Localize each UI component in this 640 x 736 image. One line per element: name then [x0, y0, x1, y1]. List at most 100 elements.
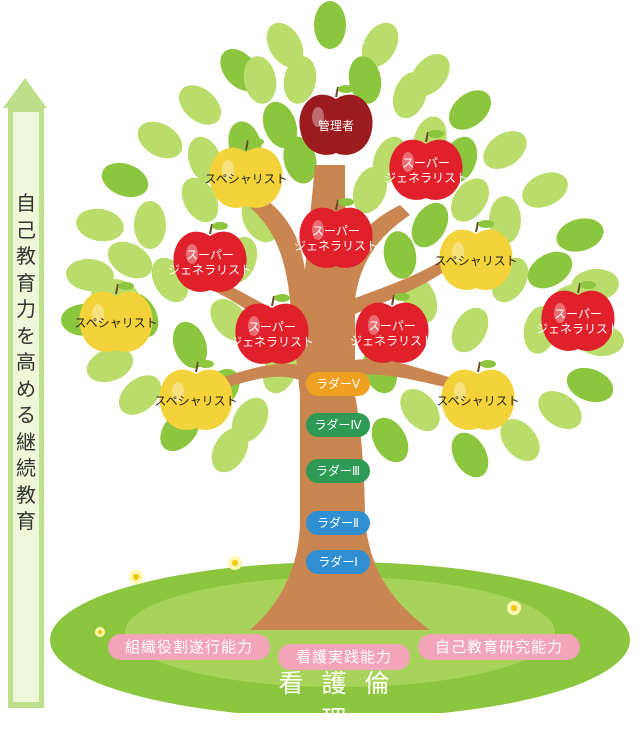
- leaf-icon: [383, 231, 417, 279]
- leaf-icon: [181, 177, 219, 223]
- side-char: 力: [16, 297, 36, 321]
- apple-leaf-icon: [248, 138, 264, 146]
- apple-label: ジェネラリスト: [384, 171, 468, 185]
- apple-label: ジェネラリスト: [536, 322, 620, 336]
- apple-label: スーパー: [312, 224, 360, 238]
- leaf-icon: [283, 136, 317, 184]
- leaf-icon: [451, 432, 489, 478]
- side-char: 高: [16, 350, 36, 374]
- apple-stem: [577, 282, 581, 294]
- leaf-icon: [371, 417, 409, 463]
- apple-label: 管理者: [318, 118, 354, 133]
- apple-icon: [441, 369, 515, 430]
- apple-highlight: [248, 316, 260, 336]
- apple-stem: [195, 361, 199, 373]
- leaf-icon: [538, 390, 582, 430]
- apple-stem: [335, 199, 339, 211]
- side-char: る: [16, 403, 36, 427]
- ladder-badge-3: ラダーⅢ: [306, 459, 370, 483]
- apple-highlight: [172, 382, 184, 402]
- side-char: 育: [16, 270, 36, 295]
- side-char: を: [16, 323, 36, 348]
- apple-leaf-icon: [480, 360, 496, 368]
- tree-diagram: 管理者スペシャリストスーパージェネラリストスーパージェネラリストスーパージェネラ…: [3, 1, 630, 713]
- apple-label: スーパー: [402, 156, 450, 170]
- apple-icon: [355, 302, 429, 363]
- apple-icon: [159, 369, 233, 430]
- apple-icon: [389, 139, 463, 200]
- side-char: 続: [16, 456, 36, 480]
- apple-stem: [425, 131, 429, 143]
- apple-specialist: スペシャリスト: [154, 360, 238, 430]
- leaf-icon: [522, 172, 568, 208]
- flower-icon: [95, 556, 521, 637]
- ladder-badge-4: ラダーⅣ: [306, 413, 370, 437]
- apple-highlight: [186, 244, 198, 264]
- apple-leaf-icon: [478, 220, 494, 228]
- apple-highlight: [222, 160, 234, 180]
- leaf-icon: [392, 71, 428, 119]
- leaf-icon: [352, 166, 388, 214]
- apple-icon: [299, 94, 373, 155]
- apple-stem: [335, 86, 339, 98]
- leaf-icon: [134, 201, 166, 249]
- leaf-icon: [451, 307, 489, 353]
- side-char: 己: [16, 217, 36, 242]
- apple-label: スーパー: [368, 319, 416, 333]
- apple-label: ジェネラリスト: [168, 263, 252, 277]
- apple-label: ジェネラリスト: [350, 334, 434, 348]
- apple-icon: [541, 290, 615, 351]
- side-char: 教: [16, 482, 36, 507]
- apple-icon: [439, 229, 513, 290]
- apple-stem: [391, 294, 395, 306]
- apple-highlight: [554, 303, 566, 323]
- apple-icon: [299, 207, 373, 268]
- leaf-icon: [450, 178, 490, 222]
- apple-specialist: スペシャリスト: [74, 282, 158, 352]
- apple-group: 管理者スペシャリストスーパージェネラリストスーパージェネラリストスーパージェネラ…: [74, 85, 620, 430]
- up-arrow-icon: [3, 78, 47, 708]
- apple-stem: [115, 283, 119, 295]
- ladder-badge-2: ラダーⅡ: [306, 511, 370, 535]
- apple-leaf-icon: [274, 294, 290, 302]
- apple-label: スーパー: [554, 307, 602, 321]
- apple-highlight: [368, 315, 380, 335]
- apple-stem: [209, 223, 213, 235]
- side-vertical-label: 自 己 教 育 力 を 高 め る 継 続 教 育: [14, 190, 38, 535]
- apple-specialist: スペシャリスト: [434, 220, 518, 290]
- leaf-icon: [118, 375, 162, 415]
- apple-label: スペシャリスト: [154, 394, 237, 408]
- skill-self-education-research: 自己教育研究能力: [418, 634, 580, 660]
- side-char: め: [16, 376, 36, 401]
- leaf-icon: [76, 208, 124, 242]
- side-char: 自: [16, 191, 36, 215]
- leaf-icon: [483, 130, 527, 170]
- apple-icon: [209, 147, 283, 208]
- nursing-ethics-label: 看護倫理: [278, 669, 408, 734]
- apple-label: スーパー: [186, 248, 234, 262]
- leaf-icon: [243, 56, 277, 104]
- apple-icon: [173, 231, 247, 292]
- apple-stem: [475, 221, 479, 233]
- apple-stem: [271, 295, 275, 307]
- leaf-icon: [411, 202, 449, 248]
- apple-leaf-icon: [580, 281, 596, 289]
- apple-manager: 管理者: [299, 85, 373, 155]
- apple-leaf-icon: [428, 130, 444, 138]
- ladder-badge-1: ラダーⅠ: [306, 550, 370, 574]
- leaf-icon: [400, 388, 440, 432]
- leaf-icon: [262, 101, 298, 149]
- apple-specialist: スペシャリスト: [204, 138, 288, 208]
- apple-highlight: [452, 242, 464, 262]
- leaf-icon: [361, 22, 399, 68]
- apple-label: スペシャリスト: [204, 172, 287, 186]
- leaf-icon: [266, 22, 304, 68]
- apple-highlight: [402, 152, 414, 172]
- apple-highlight: [454, 382, 466, 402]
- apple-label: スペシャリスト: [436, 394, 519, 408]
- leaf-icon: [101, 162, 149, 198]
